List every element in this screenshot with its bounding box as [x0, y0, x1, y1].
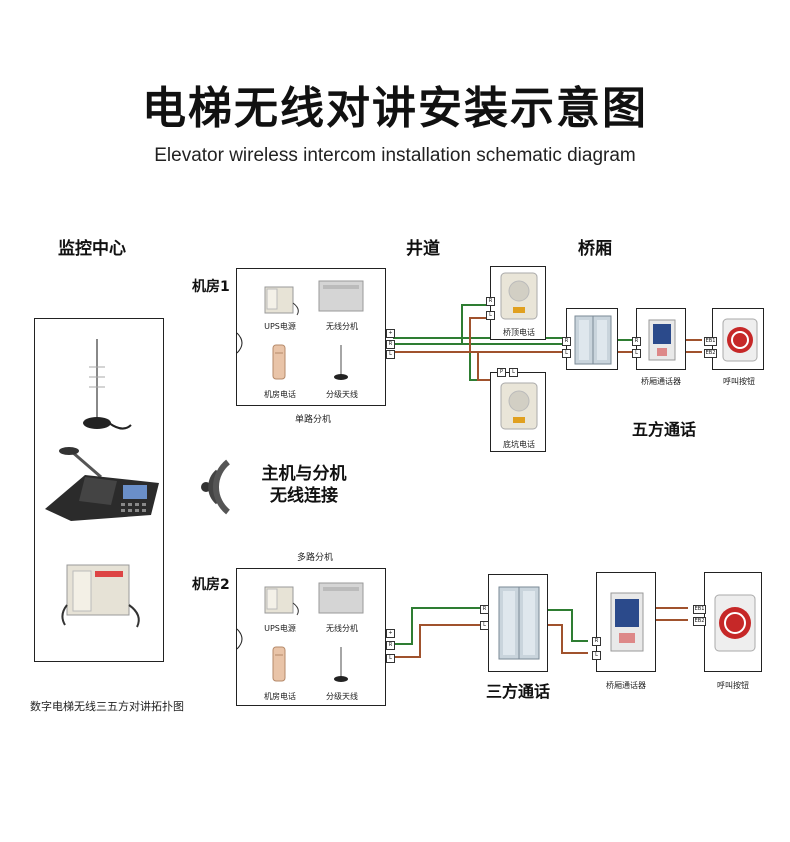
- call-button-box-1: EB1 EB2: [704, 308, 764, 370]
- call2-term-eb2: EB2: [693, 617, 706, 626]
- room2-antenna-label: 分级天线: [326, 692, 358, 701]
- room2-term-r: R: [386, 641, 395, 650]
- antenna-small-icon: [334, 345, 348, 380]
- monitor-center-box: [34, 318, 164, 662]
- intercom1-term-r: R: [632, 337, 641, 346]
- room2-wireless-ext-label: 无线分机: [326, 624, 358, 633]
- wireless-extension-icon: [318, 280, 364, 312]
- room1-phone-label: 机房电话: [264, 390, 296, 399]
- room1-label: 机房1: [192, 279, 230, 295]
- room1-term-r: R: [386, 340, 395, 349]
- call-button-box-2: EB1 EB2: [693, 572, 762, 672]
- intercom1-term-l: L: [632, 349, 641, 358]
- room1-term-l: L: [386, 350, 395, 359]
- speaker-phone-icon: [500, 382, 538, 430]
- room2-top-caption: 多路分机: [296, 553, 333, 563]
- car1-term-r: R: [562, 337, 571, 346]
- room1-term-plus: +: [386, 329, 395, 338]
- room1-notch: [236, 332, 243, 354]
- elevator-car-box-2: R L: [480, 574, 548, 672]
- call-button-label-1: 呼叫按钮: [723, 377, 755, 386]
- wireless-signal-icon: [201, 459, 230, 515]
- car-intercom-box-2: R L: [592, 572, 656, 672]
- room1-ups-label: UPS电源: [264, 322, 296, 331]
- intercom2-term-l: L: [592, 651, 601, 660]
- room2-notch: [236, 628, 243, 650]
- call-button-icon: [722, 318, 758, 362]
- call1-term-eb1: EB1: [704, 337, 717, 346]
- topology-caption: 数字电梯无线三五方对讲拓扑图: [30, 700, 184, 713]
- pit-phone-term-p: P: [497, 368, 506, 377]
- wireless-extension-icon: [318, 582, 364, 614]
- room2-label: 机房2: [192, 577, 230, 593]
- car-intercom-label-1: 桥厢通话器: [641, 377, 681, 386]
- room2-term-plus: +: [386, 629, 395, 638]
- elevator-car-box-1: R L: [562, 308, 618, 370]
- intercom-module-icon: [610, 592, 644, 652]
- room2-term-l: L: [386, 654, 395, 663]
- three-way-call-label: 三方通话: [486, 682, 551, 701]
- ups-icon: [264, 286, 299, 316]
- top-phone-term-l: L: [486, 311, 495, 320]
- top-phone-term-r: R: [486, 297, 495, 306]
- room2-ups-label: UPS电源: [264, 624, 296, 633]
- car2-term-l: L: [480, 621, 489, 630]
- intercom-module-icon: [648, 319, 676, 361]
- room1-box: UPS电源 无线分机 机房电话 分级天线 + R L: [236, 268, 395, 406]
- call-button-icon: [714, 594, 756, 652]
- page-subtitle: Elevator wireless intercom installation …: [154, 145, 636, 166]
- room2-box: UPS电源 无线分机 机房电话 分级天线 + R L: [236, 568, 395, 706]
- room1-antenna-label: 分级天线: [326, 390, 358, 399]
- wireless-label: 主机与分机 无线连接: [254, 463, 354, 507]
- elevator-car-icon: [498, 586, 540, 660]
- section-car: 桥厢: [578, 239, 612, 259]
- speaker-phone-icon: [500, 272, 538, 320]
- room-phone-icon: [272, 344, 286, 380]
- five-way-call-label: 五方通话: [632, 420, 697, 439]
- ups-icon: [264, 586, 299, 616]
- section-monitor-center: 监控中心: [58, 239, 126, 259]
- car1-term-l: L: [562, 349, 571, 358]
- top-phone-label: 桥顶电话: [503, 328, 535, 337]
- pit-phone-term-l: L: [509, 368, 518, 377]
- top-phone-box: 桥顶电话 R L: [486, 266, 546, 340]
- page-title: 电梯无线对讲安装示意图: [142, 83, 648, 134]
- call1-term-eb2: EB2: [704, 349, 717, 358]
- room1-wireless-ext-label: 无线分机: [326, 322, 358, 331]
- car2-term-r: R: [480, 605, 489, 614]
- room1-caption: 单路分机: [294, 415, 331, 425]
- room2-phone-label: 机房电话: [264, 692, 296, 701]
- power-supply-icon: [61, 564, 140, 628]
- wireless-label-line2: 无线连接: [270, 486, 338, 506]
- car-intercom-box-1: R L: [632, 308, 686, 370]
- elevator-car-icon: [574, 315, 612, 365]
- intercom2-term-r: R: [592, 637, 601, 646]
- pit-phone-box: 底坑电话 P L: [490, 368, 546, 452]
- row2-wires: [393, 607, 688, 658]
- call2-term-eb1: EB1: [693, 605, 706, 614]
- call-button-label-2: 呼叫按钮: [717, 681, 749, 690]
- pit-phone-label: 底坑电话: [503, 440, 535, 449]
- antenna-small-icon: [334, 647, 348, 682]
- car-intercom-label-2: 桥厢通话器: [606, 681, 646, 690]
- section-shaft: 井道: [406, 239, 440, 259]
- desk-console-icon: [45, 447, 159, 521]
- wireless-label-line1: 主机与分机: [261, 464, 347, 484]
- antenna-icon: [83, 339, 132, 430]
- room-phone-icon: [272, 646, 286, 682]
